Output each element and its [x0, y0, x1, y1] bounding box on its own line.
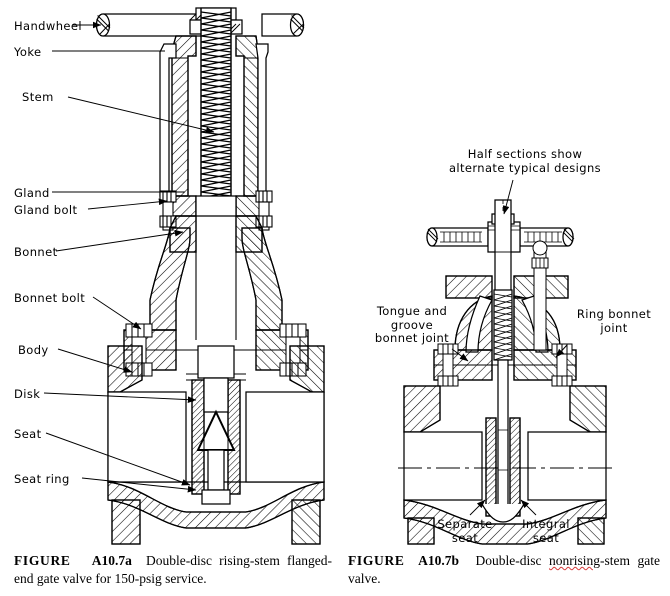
leader-seat [45, 432, 191, 486]
caption-right-number: A10.7b [418, 553, 459, 568]
figure-caption-left: FIGURE A10.7a Double-disc rising-stem fl… [14, 552, 332, 588]
callout-integral-seat: Integral seat [508, 517, 584, 545]
callout-seat: Seat [14, 427, 42, 441]
callout-half-sections-line2: alternate typical designs [448, 160, 602, 175]
caption-right-figure-word: FIGURE [348, 553, 405, 568]
callout-bonnet: Bonnet [14, 245, 58, 259]
callout-disk: Disk [14, 387, 41, 401]
callout-body: Body [18, 343, 49, 357]
callout-ring-bonnet-line2: joint [600, 320, 628, 335]
right-seats-and-disc [481, 359, 525, 523]
callout-bonnet-bolt: Bonnet bolt [14, 291, 86, 305]
callout-ring-bonnet-joint: Ring bonnet joint [566, 307, 662, 335]
left-rising-stem-threads [200, 7, 232, 205]
leader-ring-bonnet [555, 344, 568, 358]
left-handwheel [95, 13, 305, 37]
right-stem-thread-nut [493, 289, 513, 361]
callout-tongue-groove-line3: bonnet joint [374, 331, 450, 346]
caption-right-text-post: -stem [600, 553, 630, 568]
callout-yoke: Yoke [14, 45, 42, 59]
caption-left-text2: flanged-end gate valve for 150-psig serv… [14, 553, 333, 586]
callout-stem: Stem [22, 90, 54, 104]
left-bonnet [149, 227, 283, 340]
callout-half-sections: Half sections show alternate typical des… [440, 147, 610, 175]
left-seat-ring [186, 373, 246, 495]
callout-gland: Gland [14, 186, 50, 200]
caption-right-text2: gate valve. [348, 553, 661, 586]
leader-seat-ring [81, 477, 197, 493]
right-leader-lines [451, 179, 568, 516]
leader-tongue-groove [451, 348, 469, 362]
callout-integral-seat-line2: seat [532, 530, 560, 545]
callout-half-sections-line1: Half sections show [467, 147, 583, 161]
leader-stem [67, 96, 215, 134]
left-valve-assembly [95, 7, 325, 545]
callout-separate-seat-line1: Separate [437, 517, 493, 531]
left-leader-lines [43, 21, 215, 493]
callout-tongue-groove-joint: Tongue and groove bonnet joint [360, 304, 464, 346]
left-gland [165, 195, 267, 217]
leader-half-sections [502, 179, 514, 215]
right-valve-assembly [398, 199, 612, 545]
leader-integral-seat [520, 499, 537, 516]
callout-separate-seat-line2: seat [451, 530, 479, 545]
left-gland-bolt [159, 190, 273, 231]
left-body [107, 345, 325, 545]
callout-separate-seat: Separate seat [424, 517, 506, 545]
leader-bonnet [55, 229, 184, 252]
caption-right-misspelled-word: nonrising [548, 553, 600, 568]
callout-tongue-groove-line2: groove [390, 317, 434, 332]
leader-bonnet-bolt [92, 296, 142, 330]
figure-caption-right: FIGURE A10.7b Double-disc nonrising-stem… [348, 552, 660, 588]
caption-left-text1: Double-disc rising-stem [146, 553, 280, 568]
callout-gland-bolt: Gland bolt [14, 203, 78, 217]
callout-seat-ring: Seat ring [14, 472, 70, 486]
leader-body [57, 348, 133, 373]
caption-right-text-pre: Double-disc [475, 553, 549, 568]
leader-separate-seat [469, 499, 486, 516]
caption-left-figure-word: FIGURE [14, 553, 71, 568]
callout-ring-bonnet-line1: Ring bonnet [576, 307, 652, 321]
right-yoke-bracket [531, 240, 549, 351]
callout-integral-seat-line1: Integral [522, 517, 570, 531]
leader-gland-bolt [87, 198, 168, 210]
caption-left-number: A10.7a [91, 553, 132, 568]
callout-tongue-groove-line1: Tongue and [376, 304, 448, 318]
left-double-disc [196, 345, 236, 505]
callout-handwheel: Handwheel [14, 19, 82, 33]
leader-disk [43, 392, 197, 403]
